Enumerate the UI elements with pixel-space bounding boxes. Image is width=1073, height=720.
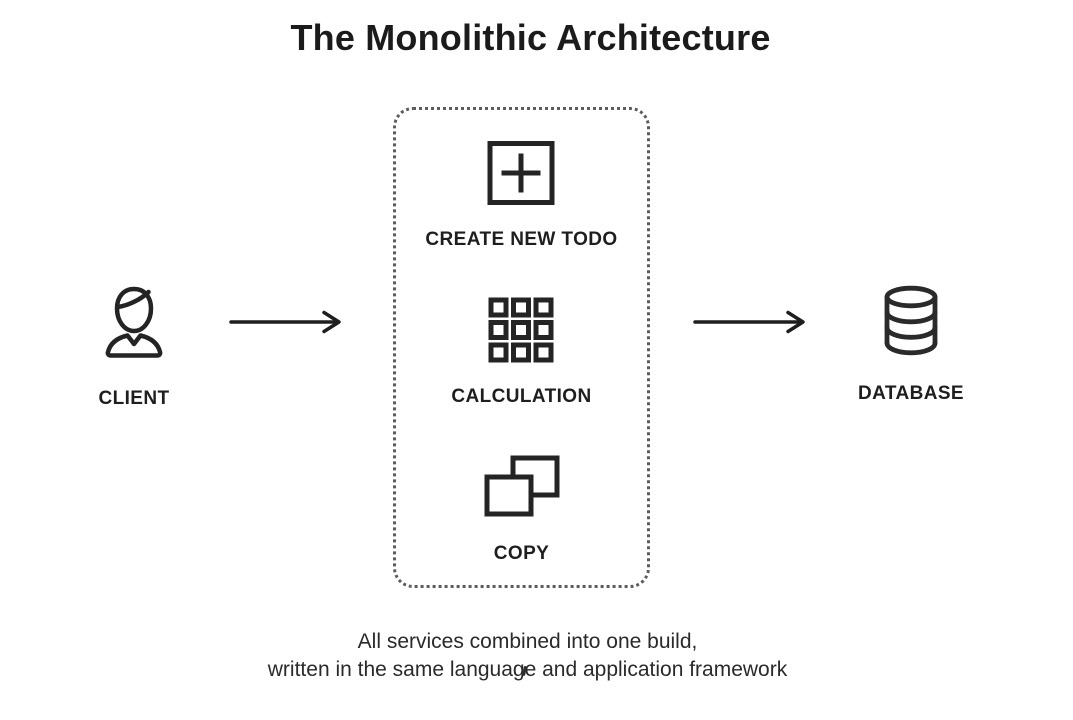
database-icon	[878, 283, 944, 359]
grid-icon	[488, 297, 554, 363]
copy-icon	[483, 454, 561, 520]
monolith-box: CREATE NEW TODO CALCULATION COPY	[393, 107, 650, 588]
service-calculation: CALCULATION	[451, 297, 591, 408]
service-label: COPY	[493, 543, 550, 564]
service-label: CREATE NEW TODO	[425, 229, 618, 250]
caption: All services combined into one build, wr…	[0, 628, 1055, 684]
client-node: CLIENT	[59, 281, 209, 410]
plus-square-icon	[486, 140, 556, 206]
arrow-right-icon	[228, 309, 348, 335]
person-icon	[97, 281, 171, 363]
service-label: CALCULATION	[451, 386, 592, 407]
caption-line-2: written in the same language and applica…	[267, 658, 788, 681]
database-node: DATABASE	[836, 283, 986, 405]
diagram-title: The Monolithic Architecture	[290, 17, 771, 58]
service-copy: COPY	[483, 454, 561, 565]
database-label: DATABASE	[858, 383, 964, 404]
client-label: CLIENT	[98, 388, 170, 409]
arrow-right-icon	[692, 309, 812, 335]
caption-line-1: All services combined into one build,	[357, 630, 698, 653]
service-create-new-todo: CREATE NEW TODO	[425, 140, 617, 251]
